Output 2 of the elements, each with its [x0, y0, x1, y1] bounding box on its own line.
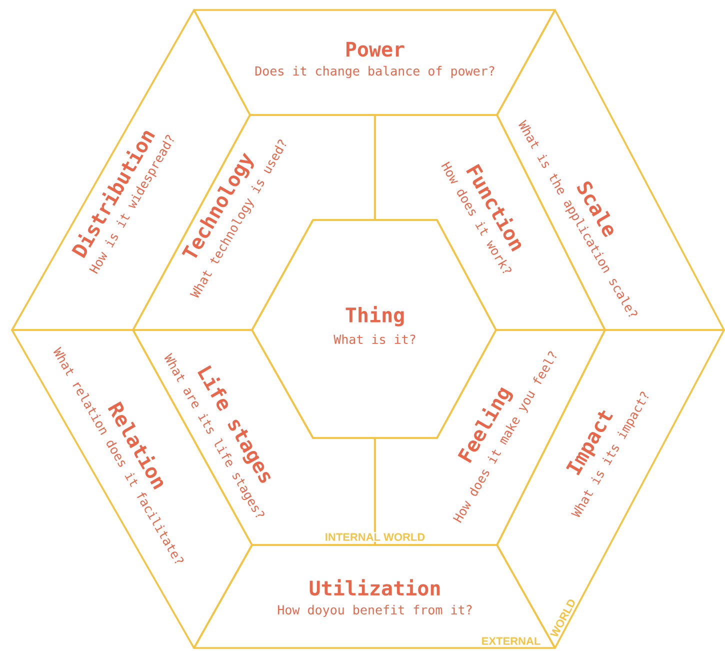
world-label: INTERNAL WORLD [324, 532, 426, 542]
segment: Power Does it change balance of power? [193, 9, 556, 116]
